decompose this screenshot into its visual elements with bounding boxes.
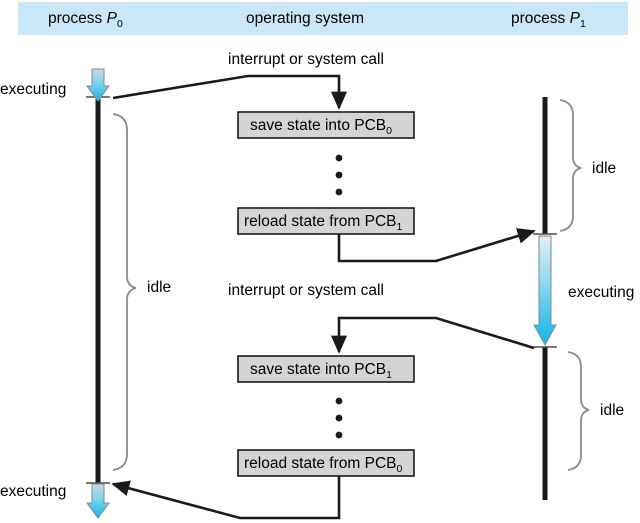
p1-executing-arrow xyxy=(533,235,557,347)
connector-p1-to-save1 xyxy=(330,316,535,354)
brace-p1-idle-bottom xyxy=(567,351,590,471)
label-p1-executing: executing xyxy=(568,284,634,301)
p0-executing-arrow-bottom xyxy=(86,483,110,519)
label-p0-executing-top: executing xyxy=(0,81,66,98)
brace-p0-idle xyxy=(112,113,137,471)
svg-text:reload state from PCB1: reload state from PCB1 xyxy=(244,213,402,233)
connector-reload1-to-p1 xyxy=(337,228,536,263)
ellipsis-lower xyxy=(335,397,343,439)
connector-p0-to-save0 xyxy=(112,74,348,110)
os-box-save-pcb1: save state into PCB1 xyxy=(237,355,415,383)
label-p0-idle: idle xyxy=(147,279,171,296)
brace-p1-idle-top xyxy=(559,99,582,232)
header-label-os: operating system xyxy=(246,10,364,27)
os-box-save-pcb0: save state into PCB0 xyxy=(237,111,415,139)
svg-text:process P1: process P1 xyxy=(511,10,586,30)
svg-text:save state into PCB0: save state into PCB0 xyxy=(250,117,392,137)
label-interrupt-2: interrupt or system call xyxy=(228,282,384,299)
p0-executing-arrow-top xyxy=(86,68,110,102)
header-label-p0: process P0 xyxy=(48,10,123,30)
label-p1-idle-bottom: idle xyxy=(600,402,624,419)
svg-text:reload state from PCB0: reload state from PCB0 xyxy=(244,455,402,475)
svg-text:process P0: process P0 xyxy=(48,10,123,30)
label-p0-executing-bottom: executing xyxy=(0,483,66,500)
svg-text:save state into PCB1: save state into PCB1 xyxy=(250,361,392,381)
header-label-p1: process P1 xyxy=(511,10,586,30)
header-band xyxy=(18,2,628,35)
svg-text:operating system: operating system xyxy=(246,10,364,27)
ellipsis-upper xyxy=(335,154,343,196)
connector-reload0-to-p0 xyxy=(111,476,341,520)
label-p1-idle-top: idle xyxy=(592,160,616,177)
os-box-reload-pcb0: reload state from PCB0 xyxy=(237,449,415,477)
os-box-reload-pcb1: reload state from PCB1 xyxy=(237,207,415,235)
label-interrupt-1: interrupt or system call xyxy=(228,51,384,68)
